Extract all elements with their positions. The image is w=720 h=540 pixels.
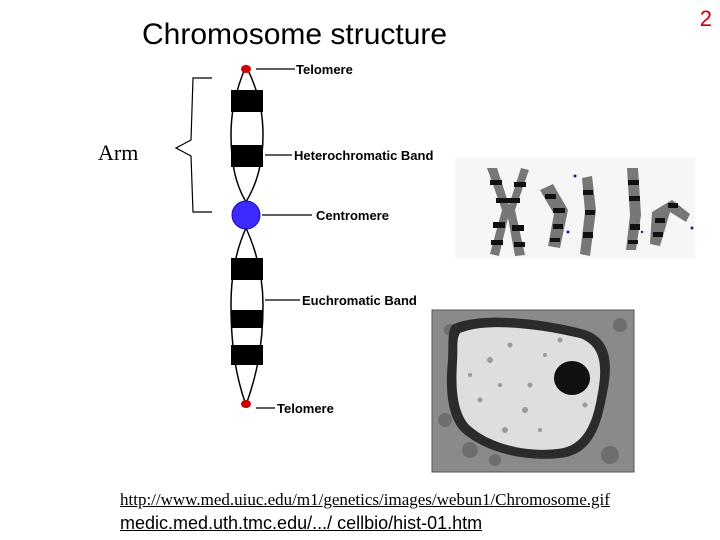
chromosome-upper-arm — [230, 64, 264, 204]
band-dark-2 — [231, 145, 263, 167]
nucleolus — [554, 361, 590, 395]
band-dark-4 — [231, 310, 263, 328]
label-telomere-top: Telomere — [296, 62, 353, 77]
slide-title: Chromosome structure — [142, 18, 448, 51]
page-number: 2 — [699, 6, 712, 31]
centromere-marker — [231, 200, 261, 230]
source-link-2[interactable]: medic.med.uth.tmc.edu/.../ cellbio/hist-… — [120, 513, 483, 533]
band-dark-3 — [231, 258, 263, 280]
arm-brace — [174, 77, 212, 213]
arm-label: Arm — [98, 140, 139, 165]
nucleus-micrograph — [431, 309, 635, 473]
telomere-bottom-marker — [241, 400, 251, 408]
source-link-1[interactable]: http://www.med.uiuc.edu/m1/genetics/imag… — [120, 490, 610, 509]
chromosome-lower-arm — [230, 226, 264, 408]
chromosome-micrograph — [455, 158, 695, 258]
band-dark-5 — [231, 345, 263, 365]
label-telomere-bottom: Telomere — [277, 401, 334, 416]
label-heterochromatic-band: Heterochromatic Band — [294, 148, 433, 163]
label-centromere: Centromere — [316, 208, 389, 223]
band-dark-1 — [231, 90, 263, 112]
telomere-top-marker — [241, 65, 251, 73]
label-euchromatic-band: Euchromatic Band — [302, 293, 417, 308]
